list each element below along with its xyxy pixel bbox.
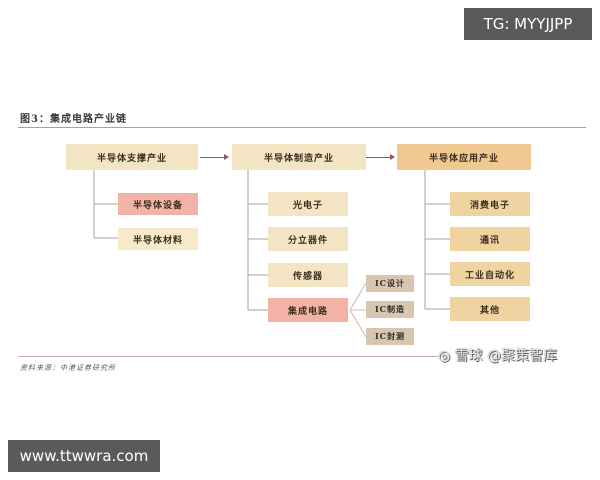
node-discrete-devices: 分立器件 [268, 227, 348, 251]
node-sensors: 传感器 [268, 263, 348, 287]
node-ic-design: IC设计 [366, 275, 414, 292]
top-divider [18, 127, 586, 128]
node-integrated-circuit: 集成电路 [268, 298, 348, 322]
arrow-right-icon [366, 154, 395, 160]
node-ic-manufacturing: IC制造 [366, 301, 414, 318]
stage-manufacturing-industry: 半导体制造产业 [232, 144, 366, 170]
figure-source: 资料来源：中港证券研究所 [20, 364, 116, 372]
arrow-right-icon [200, 154, 229, 160]
node-industrial-automation: 工业自动化 [450, 262, 530, 286]
node-other: 其他 [450, 297, 530, 321]
node-consumer-electronics: 消费电子 [450, 192, 530, 216]
node-ic-packaging-testing: IC封测 [366, 328, 414, 345]
figure-title: 图3：集成电路产业链 [20, 114, 127, 125]
node-semiconductor-equipment: 半导体设备 [118, 193, 198, 215]
stage-application-industry: 半导体应用产业 [397, 144, 531, 170]
xueqiu-logo-icon: ◎ [438, 348, 451, 364]
node-communications: 通讯 [450, 227, 530, 251]
xueqiu-watermark: ◎ 雪球 @聚策智库 [438, 345, 557, 365]
node-semiconductor-materials: 半导体材料 [118, 228, 198, 250]
website-badge: www.ttwwra.com [8, 440, 160, 472]
bottom-divider [18, 356, 438, 357]
stage-support-industry: 半导体支撑产业 [66, 144, 198, 170]
telegram-badge: TG: MYYJJPP [464, 8, 592, 40]
watermark-text: 雪球 @聚策智库 [454, 348, 558, 364]
node-optoelectronics: 光电子 [268, 192, 348, 216]
